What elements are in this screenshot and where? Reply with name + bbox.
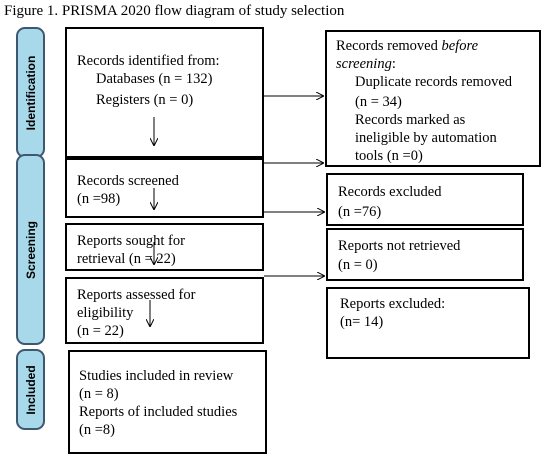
ineligible-line-3: tools (n =0) [355, 148, 423, 164]
registers-count: Registers (n = 0) [96, 92, 194, 108]
studies-included-label: Studies included in review [79, 368, 234, 384]
ineligible-line-2: ineligible by automation [355, 130, 497, 146]
records-excluded-count: (n =76) [338, 204, 382, 220]
figure-caption: Figure 1. PRISMA 2020 flow diagram of st… [4, 3, 345, 19]
reports-assessed-label-cont: eligibility [77, 305, 134, 321]
reports-assessed-count: (n = 22) [77, 323, 124, 339]
records-screened-box: Records screened (n =98) [65, 160, 264, 218]
records-screened-count: (n =98) [77, 191, 121, 207]
reports-assessed-label: Reports assessed for [77, 287, 196, 303]
reports-excluded-box: Reports excluded: (n= 14) [326, 287, 530, 359]
databases-count: Databases (n = 132) [96, 71, 213, 87]
reports-assessed-box: Reports assessed for eligibility (n = 22… [65, 277, 264, 344]
records-excluded-box: Records excluded (n =76) [326, 173, 524, 226]
ineligible-line-1: Records marked as [355, 112, 466, 128]
records-removed-title-cont: screening: [336, 56, 396, 72]
reports-excluded-label: Reports excluded: [340, 296, 446, 312]
reports-included-label: Reports of included studies [79, 404, 238, 420]
duplicates-removed-count: (n = 34) [355, 94, 402, 110]
reports-not-retrieved-box: Reports not retrieved (n = 0) [326, 228, 524, 281]
reports-not-retrieved-count: (n = 0) [338, 257, 378, 273]
reports-not-retrieved-label: Reports not retrieved [338, 238, 461, 254]
records-screened-label: Records screened [77, 173, 179, 189]
studies-included-box: Studies included in review (n = 8) Repor… [68, 350, 267, 454]
reports-sought-label: Reports sought for [77, 233, 185, 249]
duplicates-removed: Duplicate records removed [355, 74, 513, 90]
reports-included-count: (n =8) [79, 422, 115, 438]
reports-excluded-count: (n= 14) [340, 314, 384, 330]
reports-sought-box: Reports sought for retrieval (n = 22) [65, 223, 264, 271]
records-identified-box: Records identified from: Databases (n = … [65, 27, 264, 160]
records-removed-box: Records removed before screening: Duplic… [325, 30, 541, 167]
phase-included: Included [16, 349, 45, 430]
records-removed-title: Records removed before [336, 38, 479, 54]
records-excluded-label: Records excluded [338, 184, 442, 200]
records-identified-title: Records identified from: [77, 53, 220, 69]
phase-screening: Screening [16, 154, 45, 345]
studies-included-count: (n = 8) [79, 386, 119, 402]
